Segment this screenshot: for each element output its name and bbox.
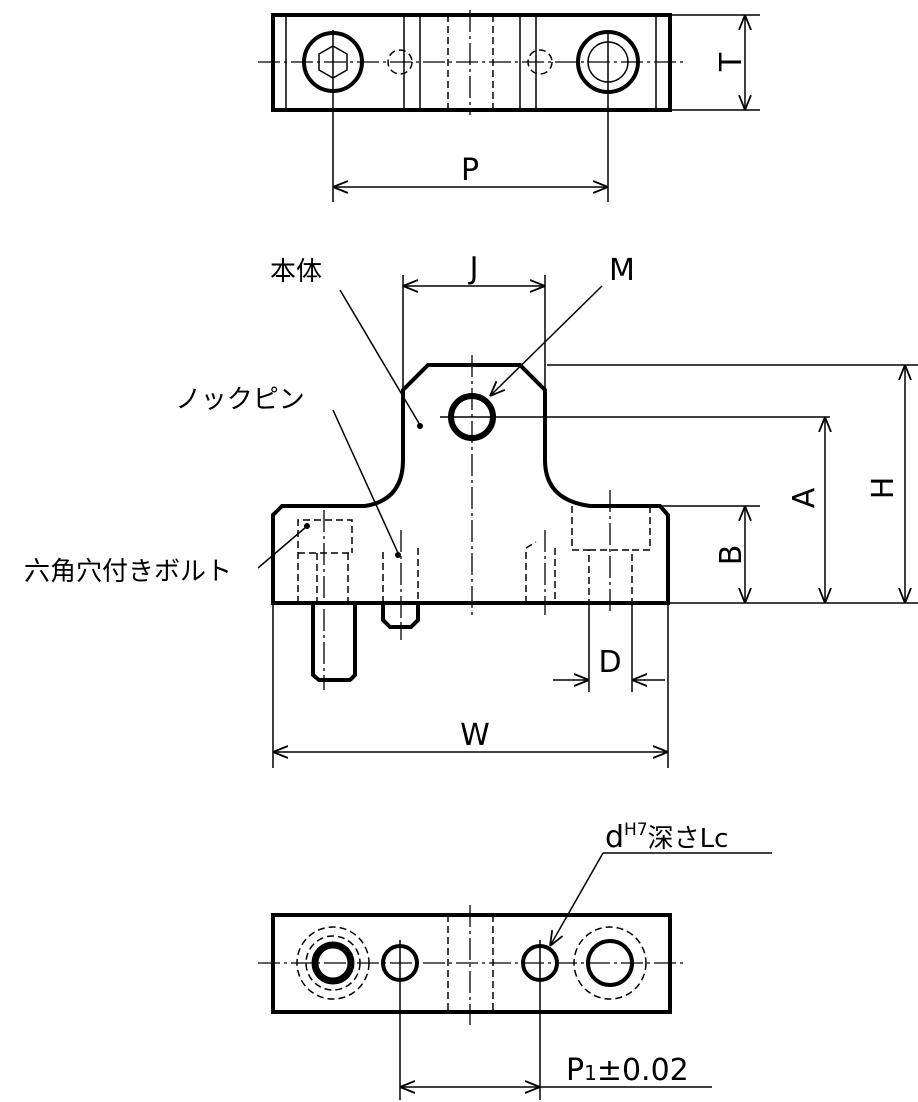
dim-H-label: H	[866, 477, 901, 500]
hex-bolt-label: 六角穴付きボルト	[24, 557, 232, 587]
knock-pin-label: ノックピン	[175, 385, 304, 415]
hole-d-label: dH7深さLc	[605, 820, 728, 855]
dim-B-label: B	[714, 545, 749, 566]
dim-D-label: D	[598, 645, 621, 680]
bottom-view: P1±0.02 dH7深さLc	[258, 820, 772, 1100]
dim-J-label: J	[468, 251, 479, 286]
body-label: 本体	[270, 257, 322, 287]
dim-W-label: W	[460, 718, 490, 753]
dim-A-label: A	[787, 487, 822, 508]
top-view: P T	[258, 10, 760, 202]
dim-T-label: T	[714, 52, 749, 72]
front-view: J M 本体 ノックピン 六角穴付きボルト H A B D	[24, 251, 918, 768]
body-outline	[271, 363, 670, 605]
dim-P-label: P	[461, 153, 479, 188]
dim-M-label: M	[609, 253, 635, 288]
dim-P1-label: P1±0.02	[566, 1053, 689, 1088]
